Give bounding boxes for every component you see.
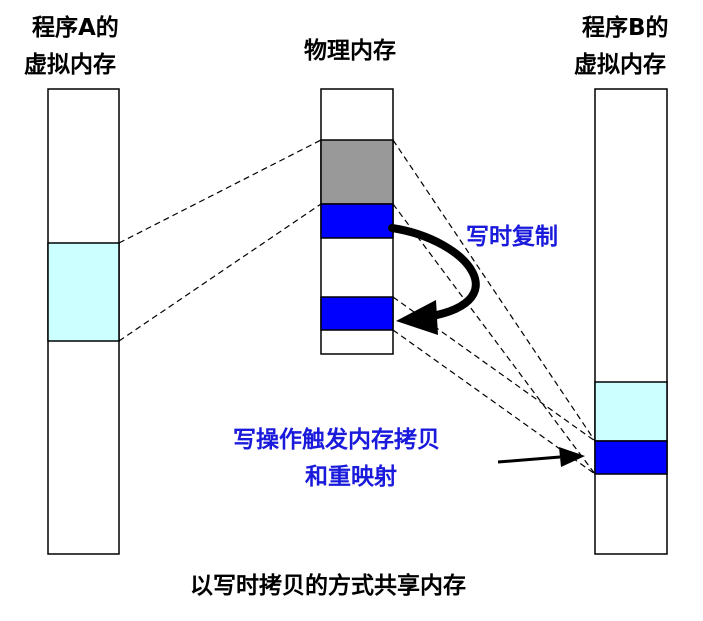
program-b-label-line1: 程序B的 xyxy=(582,15,669,41)
copy-on-write-arrow xyxy=(388,224,480,322)
remap-arrow xyxy=(497,455,561,464)
program-b-remapped-page xyxy=(594,440,668,475)
write-trigger-label-line2: 和重映射 xyxy=(305,464,397,490)
program-b-shared-page xyxy=(594,381,668,442)
mapping-line-b-2 xyxy=(392,203,596,475)
mapping-line-b-1 xyxy=(392,139,596,442)
copy-on-write-label: 写时复制 xyxy=(466,224,558,250)
program-b-memory-column xyxy=(594,88,668,555)
program-b-label-line2: 虚拟内存 xyxy=(574,52,666,78)
physical-copied-page xyxy=(320,296,394,331)
physical-memory-label: 物理内存 xyxy=(304,38,396,64)
diagram-title: 以写时拷贝的方式共享内存 xyxy=(190,573,466,599)
remap-arrowhead-icon xyxy=(559,447,585,467)
program-a-label-line2: 虚拟内存 xyxy=(24,52,116,78)
program-a-label-line1: 程序A的 xyxy=(32,15,119,41)
mapping-line-b-4 xyxy=(392,329,596,475)
write-trigger-label-line1: 写操作触发内存拷贝 xyxy=(233,427,440,453)
mapping-line-a-top xyxy=(118,139,322,244)
physical-original-page xyxy=(320,139,394,205)
mapping-line-a-bottom xyxy=(118,203,322,342)
program-a-shared-page xyxy=(47,242,120,342)
copy-on-write-arrowhead-icon xyxy=(396,300,438,335)
physical-blue-page-1 xyxy=(320,203,394,239)
